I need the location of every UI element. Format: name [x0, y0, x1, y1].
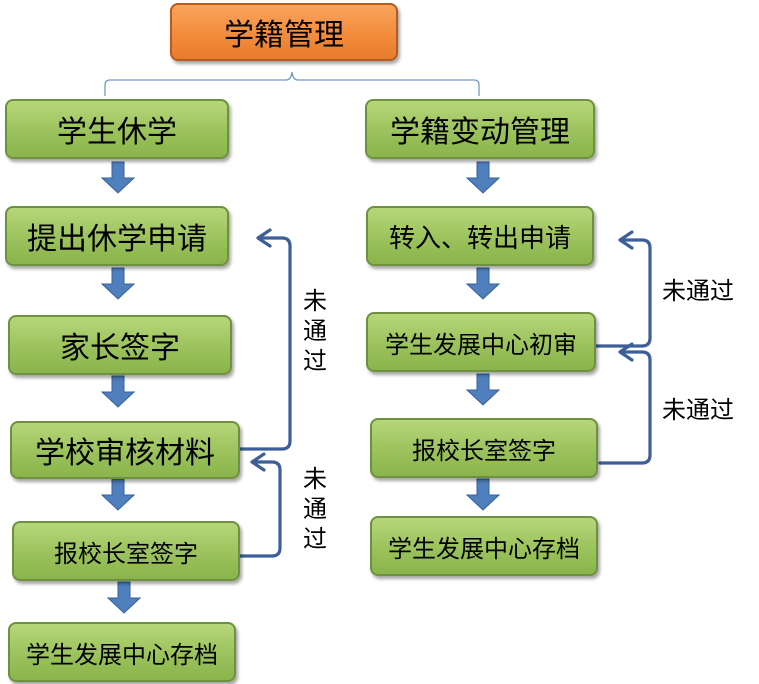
left-step-1: 提出休学申请 [5, 206, 229, 266]
right-step-3: 报校长室签字 [370, 418, 598, 478]
reject-loop-left-1 [238, 236, 292, 451]
down-arrow [100, 375, 136, 408]
down-arrow [465, 373, 501, 406]
down-arrow [106, 581, 142, 614]
reject-label-right-1: 未通过 [662, 277, 734, 305]
reject-loop-left-2 [238, 460, 282, 558]
right-step-2: 学生发展中心初审 [366, 312, 596, 372]
reject-label-right-2: 未通过 [662, 396, 734, 424]
reject-arrowhead [250, 452, 266, 472]
reject-arrowhead [618, 342, 634, 362]
left-step-3: 学校审核材料 [10, 421, 240, 479]
down-arrow [465, 478, 501, 511]
reject-label-left-2: 未通过 [303, 465, 327, 553]
down-arrow [465, 267, 501, 300]
reject-loop-right-1 [594, 238, 652, 348]
down-arrow [100, 161, 136, 194]
left-step-2: 家长签字 [8, 315, 232, 375]
right-branch-title: 学籍变动管理 [365, 99, 595, 159]
left-branch-title: 学生休学 [5, 99, 229, 159]
down-arrow [465, 161, 501, 194]
right-step-1: 转入、转出申请 [366, 206, 594, 266]
down-arrow [100, 478, 136, 511]
reject-arrowhead [618, 230, 634, 250]
down-arrow [100, 267, 136, 300]
reject-arrowhead [256, 228, 272, 248]
branch-brace [104, 71, 480, 96]
left-step-5: 学生发展中心存档 [8, 622, 236, 682]
reject-loop-right-2 [598, 350, 652, 465]
left-step-4: 报校长室签字 [12, 521, 240, 581]
right-step-4: 学生发展中心存档 [370, 516, 598, 576]
reject-label-left-1: 未通过 [303, 287, 327, 375]
root-node: 学籍管理 [170, 3, 398, 61]
